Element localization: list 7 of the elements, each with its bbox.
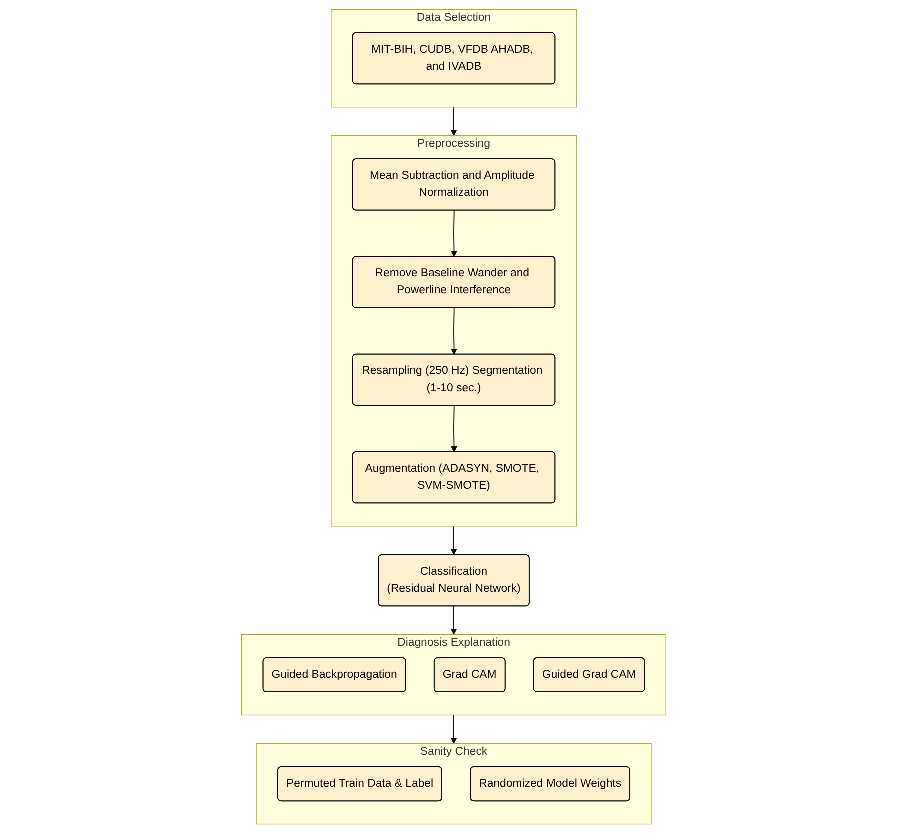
arrow xyxy=(450,714,458,744)
arrow xyxy=(451,308,458,355)
arrow xyxy=(450,606,458,635)
arrow xyxy=(451,406,458,453)
arrow xyxy=(450,106,458,136)
arrow xyxy=(450,526,458,556)
arrow xyxy=(451,210,458,258)
